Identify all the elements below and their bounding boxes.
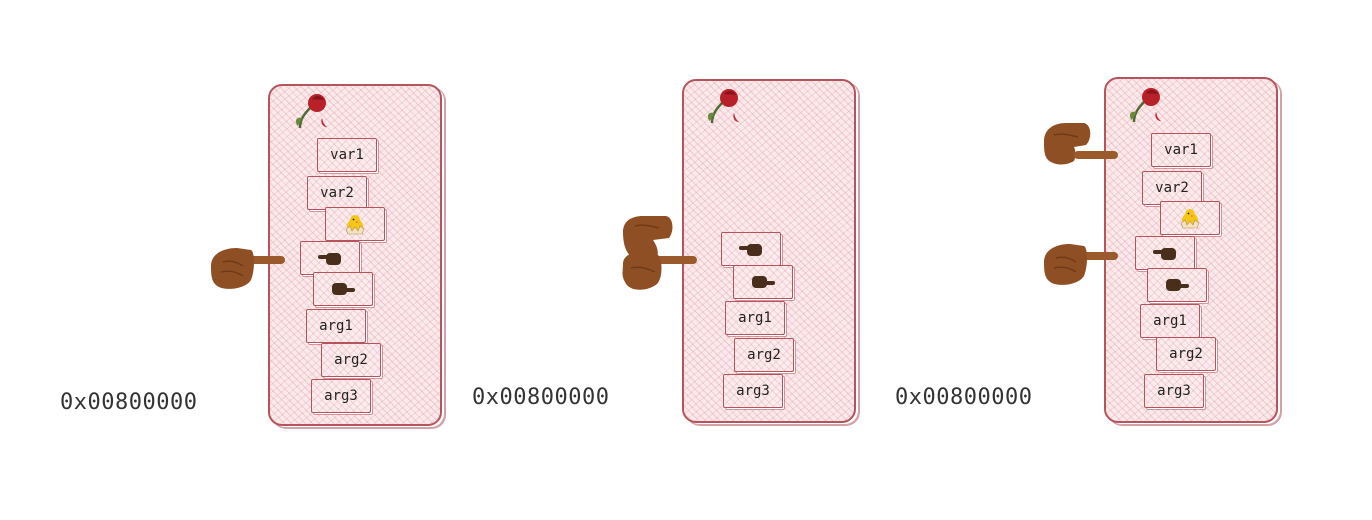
slot-arg3: arg3 [311,379,371,413]
slot-var2: var2 [1142,171,1202,205]
slot-arg2: arg2 [734,338,794,372]
slot-pointer [1135,236,1195,270]
slot-arg2: arg2 [1156,337,1216,371]
wilted-rose-icon [707,89,739,124]
pointing-left-hand-icon [1153,248,1176,260]
address-label: 0x00800000 [895,385,1033,410]
chick-icon [345,215,365,235]
wilted-rose-icon [1129,88,1161,123]
slot-pointer [300,241,360,275]
slot-arg2: arg2 [321,343,381,377]
slot-var1: var1 [317,138,377,172]
slot-var1: var1 [1151,133,1211,167]
slot-pointer [721,232,781,266]
slot-pointer [733,265,793,299]
pointing-left-hand-icon [332,283,355,295]
slot-arg3: arg3 [723,374,783,408]
pointing-left-hand-icon [1166,279,1189,291]
two-finger-pointer-hand-icon [1044,123,1118,165]
slot-pointer [313,272,373,306]
index-pointer-hand-icon [211,248,285,289]
slot-pointer [1147,268,1207,302]
wilted-rose-icon [295,94,327,129]
pointing-left-hand-icon [739,244,762,256]
pointing-left-hand-icon [752,276,775,288]
slot-arg3: arg3 [1144,374,1204,408]
slot-arg1: arg1 [1140,304,1200,338]
address-label: 0x00800000 [472,385,610,410]
two-finger-pointer-hand-icon [622,216,697,290]
slot-arg1: arg1 [725,301,785,335]
slot-chick [1160,201,1220,235]
chick-icon [1180,209,1200,229]
address-label: 0x00800000 [60,390,198,415]
pointing-left-hand-icon [318,253,341,265]
slot-arg1: arg1 [306,309,366,343]
slot-var2: var2 [307,176,367,210]
slot-chick [325,207,385,241]
index-pointer-hand-icon [1044,244,1118,285]
